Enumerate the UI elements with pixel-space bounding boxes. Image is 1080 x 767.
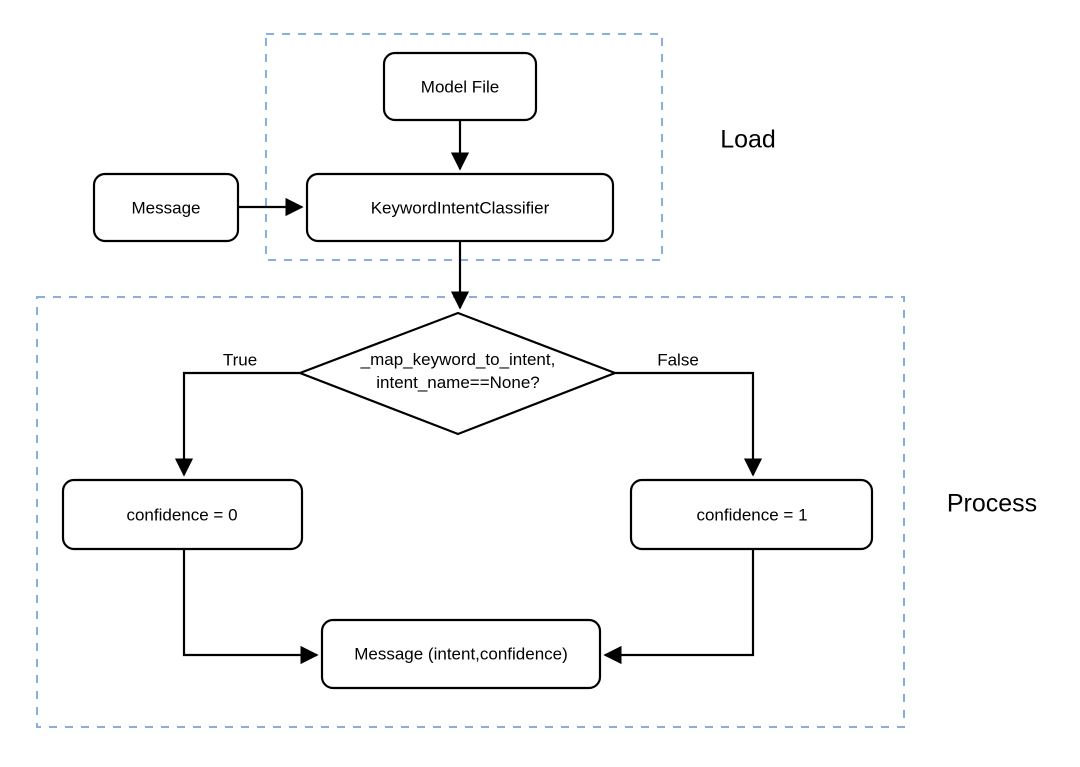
edge-label-false: False <box>657 350 699 369</box>
edge-label-true: True <box>223 350 257 369</box>
node-confidence-zero-label: confidence = 0 <box>126 505 237 524</box>
node-decision-label-line2: intent_name==None? <box>376 373 540 392</box>
group-label-process: Process <box>947 490 1037 518</box>
node-confidence-one-box[interactable] <box>629 478 874 551</box>
node-message-output-label: Message (intent,confidence) <box>354 644 568 663</box>
node-message-input[interactable]: Message <box>92 172 240 243</box>
edge-confidence-one-to-message-out <box>603 549 755 665</box>
node-decision-label-line1: _map_keyword_to_intent, <box>360 350 556 369</box>
node-keyword-intent-classifier[interactable]: KeywordIntentClassifier <box>305 172 615 243</box>
node-model-file-label: Model File <box>421 77 499 96</box>
node-confidence-zero-box[interactable] <box>61 478 304 551</box>
node-keyword-intent-classifier-label: KeywordIntentClassifier <box>371 198 550 217</box>
edge-decision-true-to-confidence-zero <box>174 371 300 477</box>
node-message-output-box[interactable] <box>320 618 602 690</box>
group-label-load: Load <box>720 126 776 154</box>
node-message-input-box[interactable] <box>92 172 240 243</box>
edge-confidence-zero-to-message-out <box>182 549 319 665</box>
node-confidence-one-label: confidence = 1 <box>696 505 807 524</box>
node-message-input-label: Message <box>132 198 201 217</box>
node-confidence-one[interactable]: confidence = 1 <box>629 478 874 551</box>
node-decision-diamond[interactable] <box>296 311 619 436</box>
edge-decision-false-to-confidence-one <box>615 371 763 477</box>
node-keyword-intent-classifier-box[interactable] <box>305 172 615 243</box>
node-model-file-box[interactable] <box>382 51 538 122</box>
group-frame-process <box>36 296 905 728</box>
node-message-output[interactable]: Message (intent,confidence) <box>320 618 602 690</box>
node-confidence-zero[interactable]: confidence = 0 <box>61 478 304 551</box>
group-frame-load <box>265 33 663 261</box>
node-model-file[interactable]: Model File <box>382 51 538 122</box>
node-decision[interactable]: _map_keyword_to_intent, intent_name==Non… <box>296 311 619 436</box>
